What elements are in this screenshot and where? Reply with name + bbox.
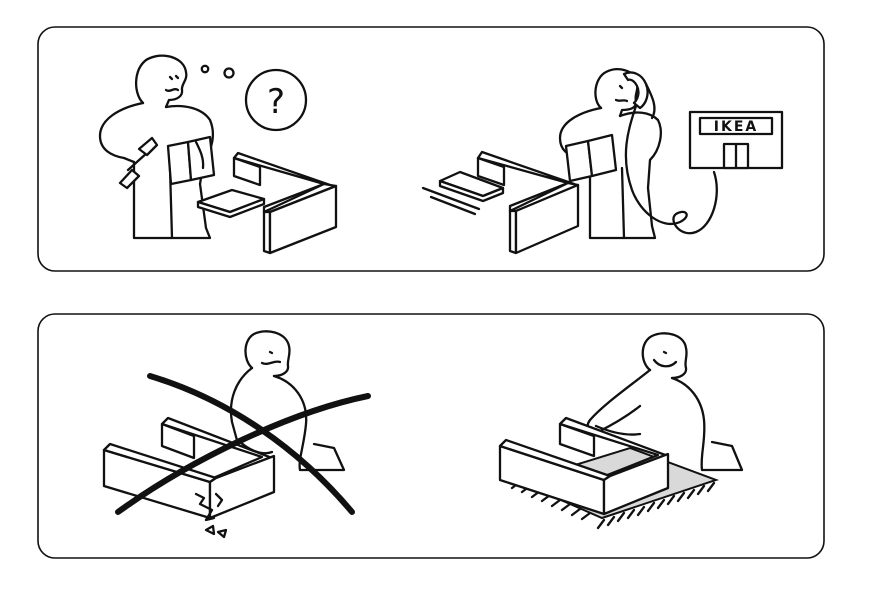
booklet-right-page-2 [586,133,618,178]
booklet-right-page [186,135,216,182]
on-rug-correct-scene [498,332,744,530]
motion-line-1 [421,186,481,211]
person-head-4 [641,332,688,380]
frame-back-end [232,156,262,187]
person-mouth [164,88,180,92]
confused-person-scene: ? [98,54,338,255]
person-eye-4 [662,350,668,355]
thought-dot-large [223,67,235,79]
hammer-head [137,136,159,157]
damaged-frame-back-end [160,422,196,460]
hard-floor-crossed-out-scene [102,330,371,539]
bottom-panel [37,313,825,559]
person-body [98,101,214,240]
person-mouth-3 [260,360,282,365]
person-arm-4 [594,424,642,436]
store-sign-text: IKEA [714,119,758,135]
person-mouth-2 [614,98,629,103]
person-body-2 [558,106,662,240]
phone-cord [624,104,718,235]
frame-back-end-2 [476,156,506,187]
motion-line-2 [429,195,477,216]
thought-dot-small [200,64,210,74]
frame-front-side-2 [514,183,580,255]
question-bubble [244,68,308,132]
loose-plank-side [196,197,266,219]
debris-1 [204,524,216,536]
person-eyes [168,74,180,81]
question-mark-icon: ? [267,82,285,122]
store-sign-board [698,116,774,136]
person-eye-2 [618,84,624,90]
person-smile-4 [652,358,678,368]
crack-mark-2 [214,492,224,508]
person-body-3 [229,366,346,472]
crack-mark [194,492,216,522]
calling-store-scene: IKEA [421,68,784,255]
frame-front-side [268,184,338,255]
moving-plank-side [438,179,505,203]
person-eye-3 [268,350,274,355]
telephone-icon [622,71,649,110]
hammer-handle [126,150,150,172]
hammer-grip [118,168,141,190]
cross-out-icon-line-2 [115,393,371,515]
debris-2 [216,528,228,539]
person-hand [194,140,205,170]
person-leg-divide-2 [620,166,626,240]
rug-frame-right-side [602,452,670,516]
rug-frame-back-end [558,422,596,458]
person-head-3 [244,330,291,378]
person-head [135,54,188,109]
